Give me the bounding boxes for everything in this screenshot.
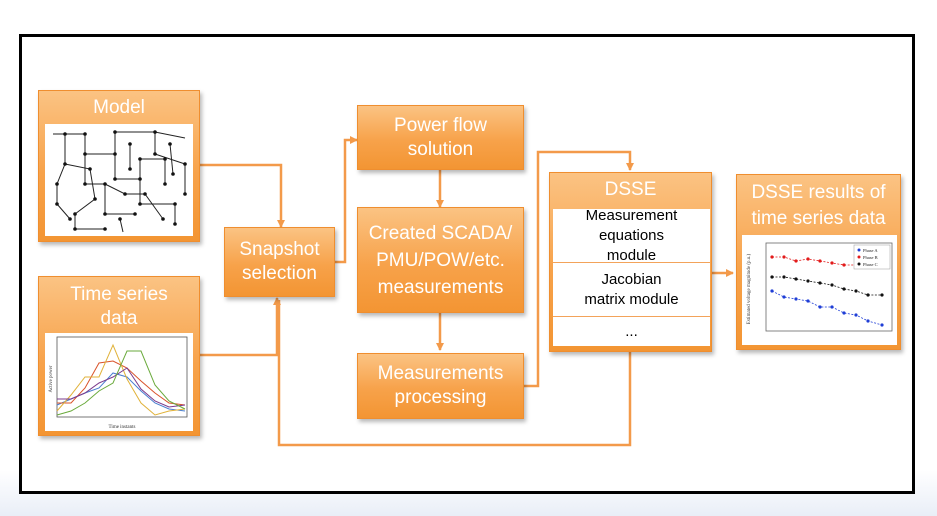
dsse-module-more: ... bbox=[553, 316, 710, 346]
phase-a-points bbox=[770, 289, 884, 327]
legend-phase-c: Phase C bbox=[863, 262, 878, 267]
time-series-chart: Active power Time instants bbox=[45, 333, 193, 431]
measurements-processing-box: Measurements processing bbox=[357, 353, 524, 419]
dsse-results-title: DSSE results of time series data bbox=[751, 182, 886, 229]
dsse-module-list: Measurement equations module Jacobian ma… bbox=[553, 209, 710, 346]
ts-line-4 bbox=[57, 367, 186, 408]
dsse-box: DSSE Measurement equations module Jacobi… bbox=[549, 172, 712, 352]
phase-a-line bbox=[771, 290, 883, 326]
dsse-title: DSSE bbox=[604, 179, 657, 200]
phase-c-points bbox=[770, 275, 884, 297]
arrow-timeseries-to-snapshot bbox=[200, 297, 281, 357]
feedback-line bbox=[277, 300, 632, 447]
results-legend: Phase A Phase B Phase C bbox=[853, 244, 891, 270]
ts-line-2 bbox=[57, 360, 186, 406]
ts-line-5 bbox=[56, 350, 186, 416]
ts-line-3 bbox=[56, 343, 186, 416]
phase-c-line bbox=[772, 276, 882, 296]
created-measurements-label: Created SCADA/ PMU/POW/etc. measurements bbox=[368, 222, 513, 298]
arrow-model-to-snapshot bbox=[200, 163, 285, 228]
power-flow-box: Power flow solution bbox=[357, 105, 524, 170]
time-series-ylabel: Active power bbox=[49, 365, 54, 392]
legend-phase-b: Phase B bbox=[863, 255, 878, 260]
model-box: Model bbox=[38, 90, 200, 242]
time-series-box: Time series data Active power Time insta… bbox=[38, 276, 200, 436]
arrow-measproc-to-dsse bbox=[524, 150, 634, 388]
dsse-results-chart: Estimated voltage magnitude (p.u.) Phase… bbox=[742, 235, 897, 345]
model-title: Model bbox=[93, 97, 145, 118]
created-measurements-box: Created SCADA/ PMU/POW/etc. measurements bbox=[357, 207, 524, 313]
measurements-processing-label: Measurements processing bbox=[377, 363, 504, 408]
legend-phase-a: Phase A bbox=[863, 248, 878, 253]
time-series-title: Time series data bbox=[70, 284, 168, 329]
results-ylabel: Estimated voltage magnitude (p.u.) bbox=[747, 253, 752, 324]
snapshot-selection-label: Snapshot selection bbox=[239, 239, 320, 284]
dsse-results-box: DSSE results of time series data Estimat… bbox=[736, 174, 901, 350]
arrow-snapshot-to-powerflow bbox=[335, 136, 358, 264]
dsse-module-jacobian: Jacobian matrix module bbox=[553, 262, 710, 316]
power-flow-label: Power flow solution bbox=[394, 114, 487, 160]
feeder-network-graphic bbox=[53, 130, 187, 233]
network-diagram-image bbox=[45, 124, 193, 236]
time-series-xlabel: Time instants bbox=[109, 425, 136, 430]
dsse-module-measurement-equations: Measurement equations module bbox=[553, 209, 710, 264]
snapshot-selection-box: Snapshot selection bbox=[224, 227, 335, 297]
